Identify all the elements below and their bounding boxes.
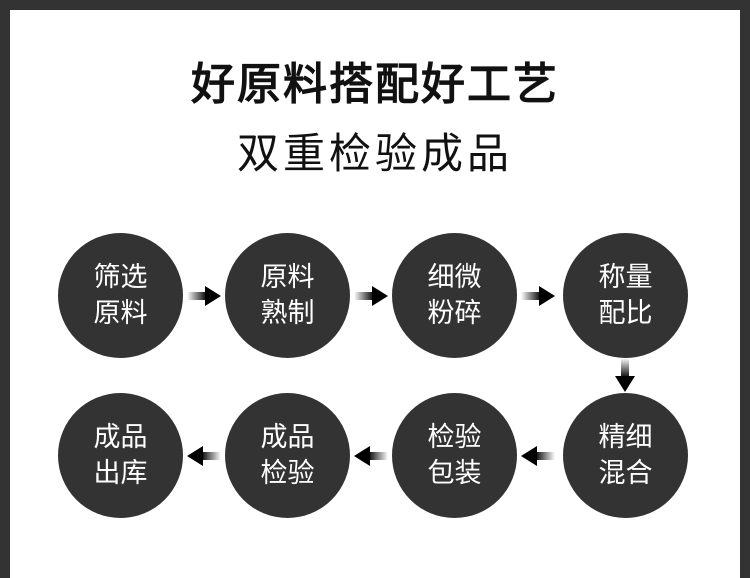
step-label: 原料 [93, 297, 148, 329]
process-step: 精细混合 [563, 393, 688, 518]
arrow-icon [354, 446, 388, 466]
step-label: 原料 [260, 261, 315, 293]
process-step: 原料熟制 [225, 233, 350, 358]
arrow-icon [521, 286, 555, 306]
step-label: 出库 [93, 457, 148, 489]
process-step: 细微粉碎 [392, 233, 517, 358]
arrow-icon [187, 446, 221, 466]
step-label: 检验 [427, 421, 482, 453]
main-title: 好原料搭配好工艺 [191, 59, 559, 110]
arrow-icon [615, 358, 635, 392]
process-step: 称量配比 [563, 233, 688, 358]
step-label: 精细 [598, 421, 653, 453]
step-label: 成品 [260, 421, 315, 453]
step-label: 包装 [427, 457, 482, 489]
step-label: 筛选 [93, 261, 148, 293]
step-label: 配比 [598, 297, 653, 329]
arrow-icon [187, 286, 221, 306]
step-label: 细微 [427, 261, 482, 293]
step-label: 称量 [598, 261, 653, 293]
arrow-icon [354, 286, 388, 306]
arrow-icon [521, 446, 555, 466]
process-step: 筛选原料 [58, 233, 183, 358]
step-label: 成品 [93, 421, 148, 453]
subtitle: 双重检验成品 [236, 129, 513, 178]
step-label: 熟制 [260, 297, 315, 329]
process-step: 成品出库 [58, 393, 183, 518]
step-label: 检验 [260, 457, 315, 489]
step-label: 粉碎 [427, 297, 482, 329]
process-step: 检验包装 [392, 393, 517, 518]
step-label: 混合 [598, 457, 653, 489]
process-step: 成品检验 [225, 393, 350, 518]
